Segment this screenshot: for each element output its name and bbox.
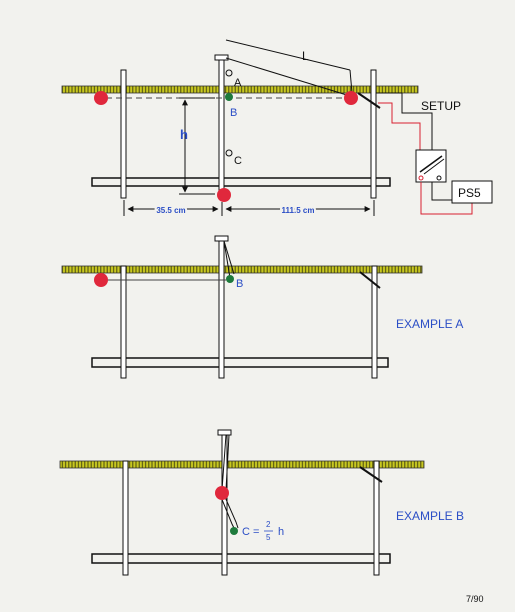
green-ball xyxy=(225,93,233,101)
switch-lever xyxy=(419,155,443,173)
setup-panel: L A B C h 35.5 cm 111.5 cm SETUP xyxy=(61,39,493,217)
power-supply-box xyxy=(451,180,493,204)
red-ball-bottom xyxy=(217,188,231,202)
point-a-label: A xyxy=(234,77,242,89)
base-rail xyxy=(91,553,391,564)
point-b-label: B xyxy=(236,278,243,290)
pendulum-string-2 xyxy=(223,240,235,275)
base-rail xyxy=(91,177,391,187)
formula-numerator: 2 xyxy=(266,520,271,529)
l-dimension-line-2 xyxy=(225,57,351,97)
red-ball-right xyxy=(344,91,358,105)
right-post xyxy=(373,460,380,576)
distance-left-label: 35.5 cm xyxy=(156,206,185,215)
top-rail xyxy=(59,460,425,469)
pendulum-string xyxy=(221,434,227,491)
wire-red xyxy=(378,102,421,150)
magnet-switch xyxy=(359,271,381,289)
point-c-label: C xyxy=(234,155,242,167)
height-label: h xyxy=(180,127,188,142)
pivot-clamp xyxy=(217,429,232,436)
center-post xyxy=(218,57,225,199)
switch-lever-2 xyxy=(423,158,445,175)
base-rail xyxy=(91,357,389,368)
switch-terminal-red xyxy=(418,175,424,181)
pivot-clamp xyxy=(214,54,229,61)
formula-variable: h xyxy=(278,526,284,538)
magnet-switch xyxy=(359,466,383,483)
point-c-marker xyxy=(225,149,233,157)
red-ball-left xyxy=(94,91,108,105)
wire-black xyxy=(376,92,433,150)
distance-right-label: 111.5 cm xyxy=(282,206,315,215)
right-post xyxy=(370,69,377,199)
left-post xyxy=(120,265,127,379)
example-b-panel: C = 2 5 h EXAMPLE B xyxy=(59,429,464,576)
setup-title: SETUP xyxy=(421,99,461,113)
magnet-switch xyxy=(357,92,381,109)
pendulum-string-2 xyxy=(225,434,230,491)
swing-path-2 xyxy=(224,496,239,529)
pendulum-string xyxy=(223,240,231,279)
green-ball xyxy=(226,275,234,283)
length-label: L xyxy=(302,49,309,63)
l-dimension-line-1 xyxy=(225,39,351,71)
example-a-title: EXAMPLE A xyxy=(396,317,463,331)
pivot-clamp xyxy=(214,235,229,242)
green-ball xyxy=(230,527,238,535)
power-supply-label: PS5 xyxy=(458,186,481,200)
center-post xyxy=(218,239,225,379)
formula-lhs: C = xyxy=(242,526,259,538)
red-ball xyxy=(215,486,229,500)
right-post xyxy=(371,265,378,379)
l-dimension-tick xyxy=(349,69,353,94)
example-a-panel: B EXAMPLE A xyxy=(61,235,463,379)
formula-denominator: 5 xyxy=(266,533,271,542)
wire-black-ps xyxy=(431,182,452,201)
left-post xyxy=(122,460,129,576)
top-rail xyxy=(61,265,423,274)
left-post xyxy=(120,69,127,199)
wire-red-ps xyxy=(420,182,473,215)
example-b-title: EXAMPLE B xyxy=(396,509,464,523)
point-b-label: B xyxy=(230,107,237,119)
top-rail xyxy=(61,85,419,94)
page-number: 7/90 xyxy=(466,594,484,604)
red-ball-left xyxy=(94,273,108,287)
switch-terminal-black xyxy=(436,175,442,181)
switch-box xyxy=(415,149,447,183)
point-a-marker xyxy=(225,69,233,77)
